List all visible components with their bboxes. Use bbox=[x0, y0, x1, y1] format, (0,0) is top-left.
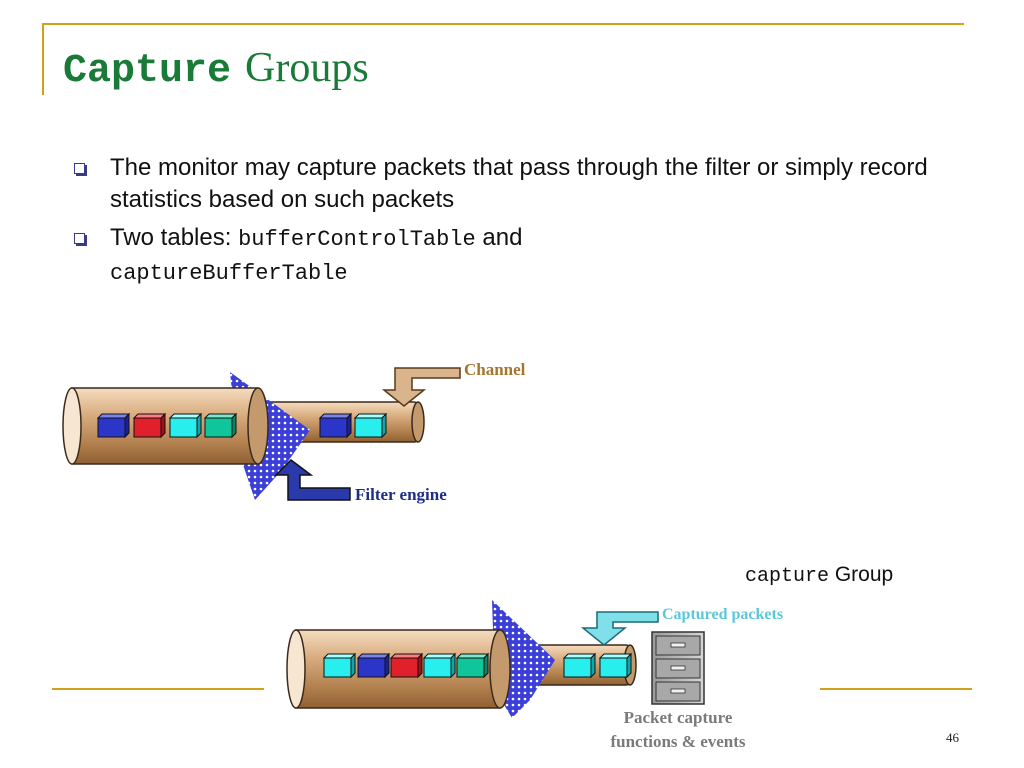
channel-label: Channel bbox=[464, 360, 526, 379]
filter-arrow-icon bbox=[274, 459, 351, 501]
filing-cabinet-icon bbox=[651, 631, 705, 705]
packet-teal bbox=[203, 412, 238, 439]
packet-blue bbox=[318, 412, 353, 439]
captured-packets-label: Captured packets bbox=[662, 606, 783, 623]
diagram-capture-group: Captured packets Packet capture function… bbox=[286, 600, 783, 751]
table-name-buffer-control: bufferControlTable bbox=[238, 227, 476, 252]
table-name-capture-buffer: captureBufferTable bbox=[110, 261, 348, 286]
packet-cyan bbox=[422, 652, 457, 679]
packet-blue bbox=[356, 652, 391, 679]
packet-cyan bbox=[322, 652, 357, 679]
bullet-square-icon bbox=[74, 163, 85, 174]
bullet-item: The monitor may capture packets that pas… bbox=[72, 152, 952, 216]
bullet-prefix: Two tables: bbox=[110, 224, 239, 251]
packet-red bbox=[132, 412, 167, 439]
frame-top-line bbox=[42, 23, 964, 25]
title-rest: Groups bbox=[245, 45, 369, 91]
bullet-middle: and bbox=[475, 224, 523, 251]
packet-capture-label-line1: Packet capture bbox=[624, 708, 733, 727]
bullet-text: The monitor may capture packets that pas… bbox=[110, 154, 928, 213]
filter-engine-label: Filter engine bbox=[355, 485, 447, 504]
packet-capture-label-line2: functions & events bbox=[610, 732, 745, 751]
packet-red bbox=[389, 652, 424, 679]
frame-left-line bbox=[42, 23, 44, 95]
bullet-square-icon bbox=[74, 233, 85, 244]
footer-rule-left bbox=[52, 688, 264, 690]
slide-title: Capture Groups bbox=[63, 44, 369, 94]
packet-cyan bbox=[353, 412, 388, 439]
packet-cyan bbox=[168, 412, 203, 439]
packet-blue bbox=[96, 412, 131, 439]
footer-rule-right bbox=[820, 688, 972, 690]
packet-teal bbox=[455, 652, 490, 679]
caption-code: capture bbox=[745, 565, 830, 588]
packet-cyan bbox=[598, 652, 633, 679]
page-number: 46 bbox=[946, 730, 959, 745]
bullet-item: Two tables: bufferControlTable and captu… bbox=[72, 222, 952, 290]
title-code: Capture bbox=[63, 49, 232, 94]
caption-text: Group bbox=[829, 563, 894, 586]
bullet-list: The monitor may capture packets that pas… bbox=[72, 152, 952, 296]
captured-arrow-icon bbox=[580, 611, 659, 646]
capture-group-caption: capture Group bbox=[745, 563, 893, 588]
packet-cyan bbox=[562, 652, 597, 679]
channel-arrow-icon bbox=[381, 367, 461, 407]
diagram-channel-filter: Channel Filter engine bbox=[62, 360, 526, 504]
